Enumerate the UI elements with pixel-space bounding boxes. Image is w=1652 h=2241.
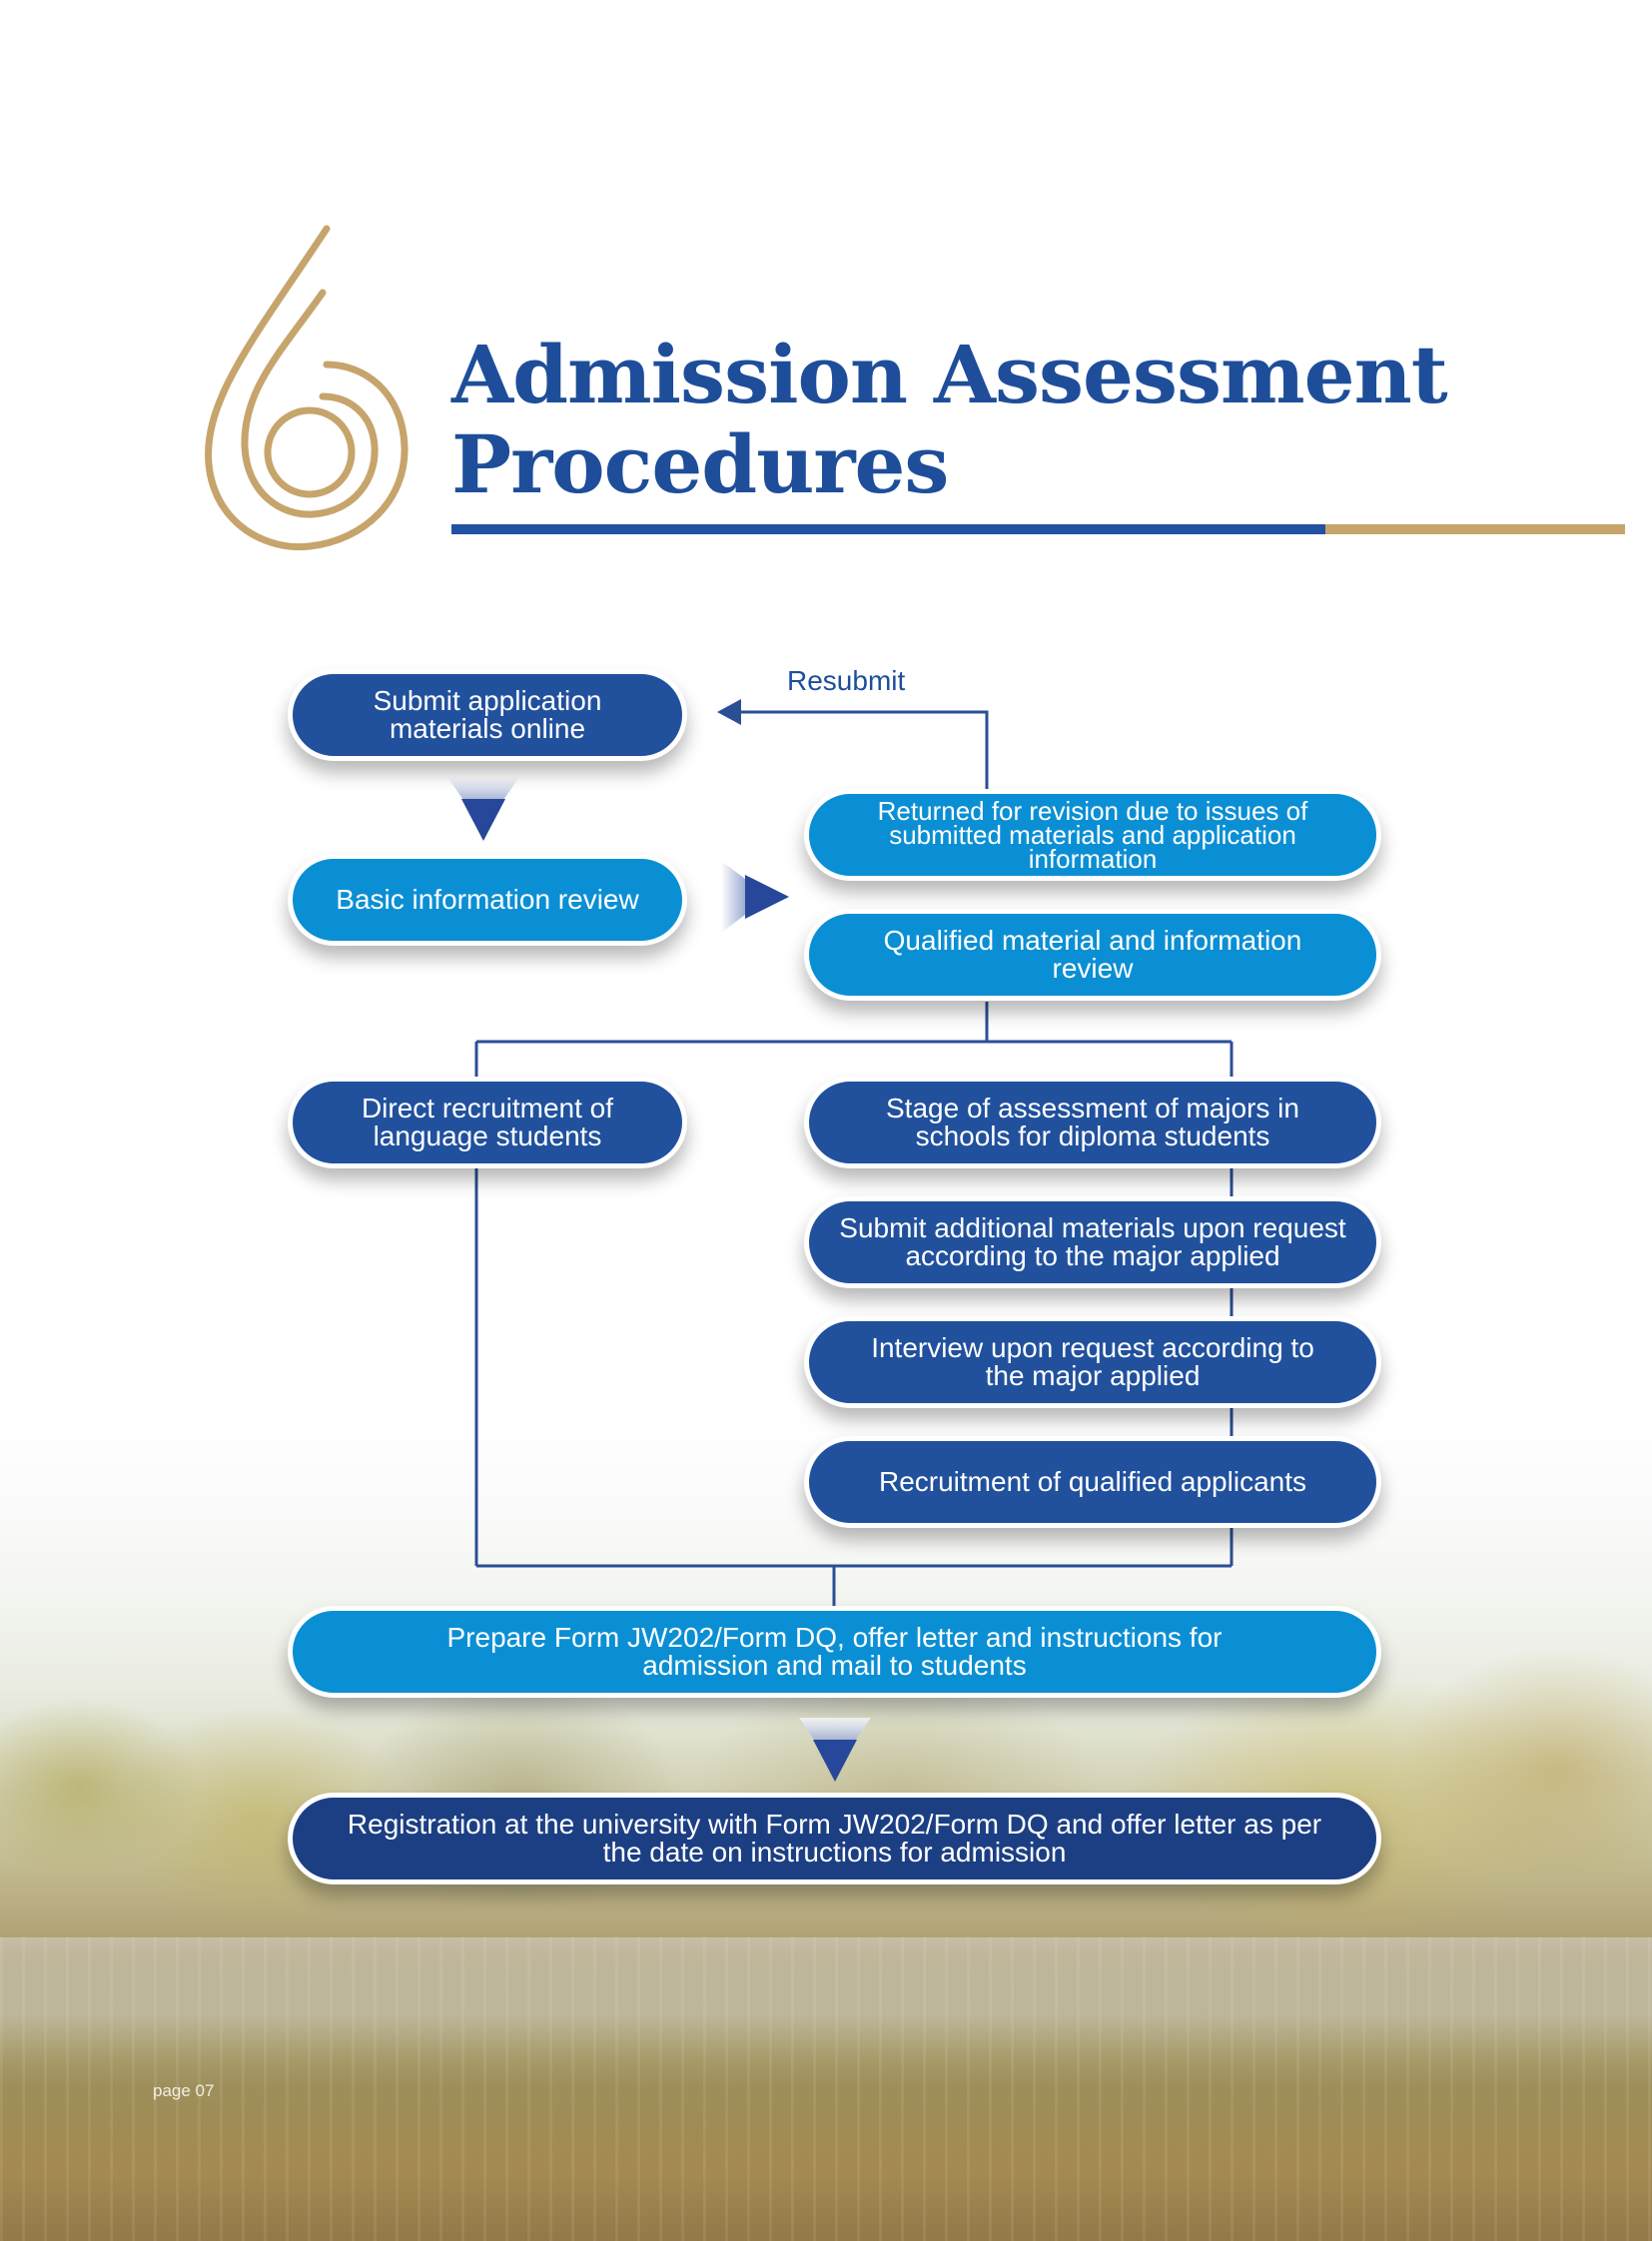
step-registration: Registration at the university with Form… <box>288 1793 1381 1884</box>
step-interview: Interview upon request according to the … <box>804 1316 1381 1408</box>
step-additional-materials: Submit additional materials upon request… <box>804 1196 1381 1288</box>
resubmit-label: Resubmit <box>787 665 906 696</box>
page-title: Admission Assessment Procedures <box>451 328 1448 511</box>
section-number-six-icon <box>205 225 409 551</box>
page-number: page 07 <box>153 2081 215 2100</box>
resubmit-arrowhead <box>717 699 741 725</box>
step-direct-recruitment: Direct recruitment of language students <box>288 1077 687 1168</box>
title-underline-gold <box>1325 524 1625 534</box>
step-recruitment-qualified: Recruitment of qualified applicants <box>804 1436 1381 1528</box>
step-submit-online: Submit application materials online <box>288 669 687 761</box>
step-prepare-form: Prepare Form JW202/Form DQ, offer letter… <box>288 1606 1381 1698</box>
step-basic-review: Basic information review <box>288 854 687 946</box>
step-stage-assessment: Stage of assessment of majors in schools… <box>804 1077 1381 1168</box>
title-underline-blue <box>451 524 1325 534</box>
background-lake <box>0 1937 1652 2241</box>
chevron-right-icon <box>721 861 789 933</box>
resubmit-line <box>734 710 989 794</box>
step-qualified-review: Qualified material and information revie… <box>804 909 1381 1001</box>
chevron-down-icon <box>799 1718 871 1782</box>
step-returned-revision: Returned for revision due to issues of s… <box>804 789 1381 881</box>
chevron-down-icon <box>447 777 519 841</box>
